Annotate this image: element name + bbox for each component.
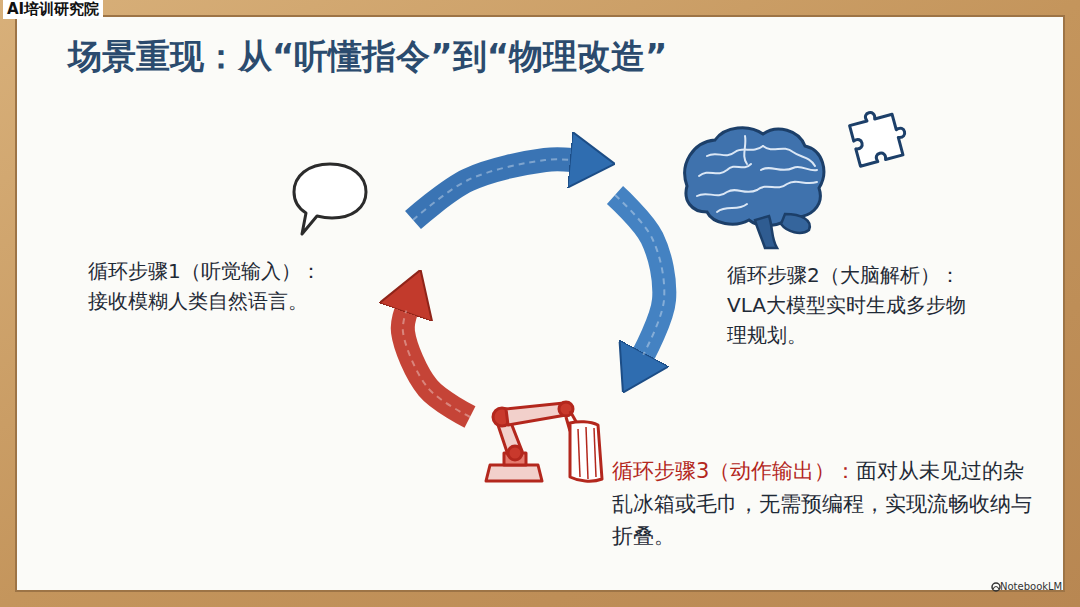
- step-text: 循环步骤1（听觉输入）：接收模糊人类自然语言。: [88, 256, 408, 316]
- step-icon: [677, 116, 917, 246]
- step-text: 循环步骤3（动作输出）：面对从未见过的杂乱冰箱或毛巾，无需预编程，实现流畅收纳与…: [612, 455, 1044, 553]
- step-icon: [290, 158, 370, 243]
- slide-title: 场景重现：从“听懂指令”到“物理改造”: [68, 34, 667, 80]
- brand-label: NotebookLM: [1000, 581, 1062, 592]
- step-heading: 循环步骤3（动作输出）：: [612, 459, 856, 483]
- step-text: 循环步骤2（大脑解析）：VLA大模型实时生成多步物理规划。: [727, 260, 985, 350]
- cycle-step: 循环步骤3（动作输出）：面对从未见过的杂乱冰箱或毛巾，无需预编程，实现流畅收纳与…: [470, 395, 1050, 570]
- brain-icon: [685, 128, 824, 248]
- step-body: 接收模糊人类自然语言。: [88, 286, 408, 316]
- step-body: VLA大模型实时生成多步物理规划。: [727, 290, 985, 350]
- board-surface: [16, 16, 1064, 591]
- notebook-logo: [992, 583, 1000, 591]
- watermark: AI培训研究院: [3, 0, 103, 19]
- arrow-hatching: [615, 195, 664, 355]
- robot-arm: [486, 402, 602, 481]
- cycle-arrow: [615, 195, 664, 355]
- arrow-hatching: [413, 159, 572, 220]
- cycle-step: 循环步骤1（听觉输入）：接收模糊人类自然语言。: [88, 150, 413, 324]
- puzzle-piece: [848, 105, 911, 166]
- step-icon: [474, 397, 609, 487]
- step-heading: 循环步骤1（听觉输入）：: [88, 256, 408, 286]
- cycle-step: 循环步骤2（大脑解析）：VLA大模型实时生成多步物理规划。: [615, 130, 1035, 358]
- cycle-arrow: [403, 310, 470, 417]
- speech-bubble: [294, 164, 366, 234]
- step-heading: 循环步骤2（大脑解析）：: [727, 260, 985, 290]
- cycle-arrow: [413, 159, 572, 220]
- arrow-hatching: [403, 310, 470, 417]
